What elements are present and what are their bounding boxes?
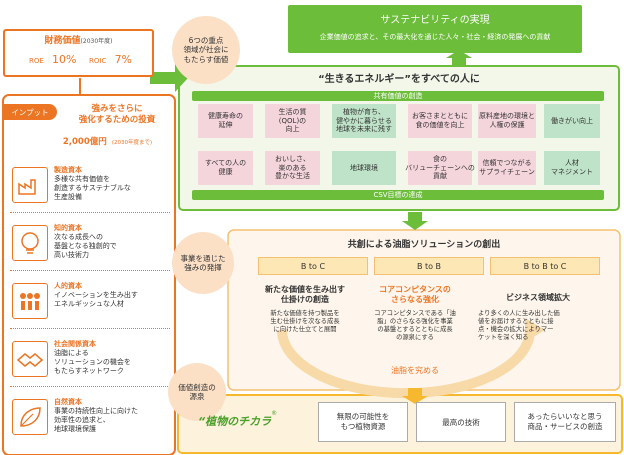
tab-btobtoc: B to B to C [490, 257, 600, 275]
input-amount: 2,000億円 [62, 137, 107, 147]
cocreation-center-title: コアコンピタンスの さらなる強化 [379, 285, 451, 305]
source-item-technology: 最高の技術 [416, 402, 506, 442]
source-brand-mark: ® [271, 410, 278, 417]
input-amount-note: (2030年度まで) [111, 140, 153, 146]
callout-strengths: 事業を通じた 強みの発揮 [172, 232, 234, 294]
energy-title: “生きるエネルギー”をすべての人に [318, 73, 480, 85]
sustainability-subtitle: 企業価値の追求と、その最大化を通じた人々・社会・経済の発展への貢献 [319, 33, 551, 41]
callout-source: 価値創造の 源泉 [168, 363, 226, 421]
leaf-icon [12, 399, 48, 435]
sustainability-box: サステナビリティの実現 企業価値の追求と、その最大化を通じた人々・社会・経済の発… [288, 5, 582, 53]
csv-bar: CSV目標の達成 [192, 190, 604, 200]
card-earth-future: 植物が育ち、 健やかに暮らせる 地球を未来に残す [332, 104, 396, 138]
card-work-motivation: 働きがい向上 [544, 104, 600, 138]
people-icon [12, 283, 48, 319]
financial-value-box: 財務価値(2030年度) ROE 10% ROIC 7% [3, 29, 154, 77]
callout-six-areas-text: 6つの重点 領域が社会に もたらす価値 [183, 35, 229, 64]
card-rich-life: おいしさ、 楽のある 豊かな生活 [265, 151, 320, 185]
card-supply-chain: 信頼でつながる サプライチェーン [478, 151, 536, 185]
roic-value: 7% [114, 53, 133, 66]
sustainability-title: サステナビリティの実現 [380, 15, 490, 26]
brain-icon [12, 225, 48, 261]
card-origin-rights: 原料産地の環境と 人権の保護 [478, 104, 536, 138]
capital-human: 人的資本 イノベーションを生み出す エネルギッシュな人材 [10, 279, 170, 329]
cocreation-right-title: ビジネス領域拡大 [506, 293, 570, 302]
cocreation-right-desc: より多くの人に生み出した価 値をお届けするとともに接 点・機会の拡大によりマー … [478, 310, 560, 341]
card-healthy-life: 健康寿命の 延伸 [198, 104, 253, 138]
financial-year: (2030年度) [80, 38, 113, 45]
source-item-products: あったらいいなと思う 商品・サービスの創造 [514, 402, 616, 442]
card-food-value: お客さまとともに 食の価値を向上 [408, 104, 472, 138]
cocreation-bottom-label: 油脂を究める [391, 366, 439, 375]
callout-six-areas: 6つの重点 領域が社会に もたらす価値 [172, 16, 240, 84]
handshake-icon [12, 341, 48, 377]
tab-btoc: B to C [258, 257, 368, 275]
roic-label: ROIC [89, 57, 107, 65]
capital-social: 社会関係資本 油脂による ソリューションの機会を もたらすネットワーク [10, 337, 170, 387]
card-hr-management: 人材 マネジメント [544, 151, 600, 185]
cocreation-left-title: 新たな価値を生み出す 仕掛けの創造 [265, 285, 345, 305]
shared-value-bar-label: 共有価値の創造 [373, 92, 423, 100]
input-title: 強みをさらに 強化するための投資 [78, 104, 156, 126]
card-qol: 生活の質 (QOL)の 向上 [265, 104, 320, 138]
capital-intellectual: 知的資本 次なる成長への 基盤となる独創的で 高い技術力 [10, 221, 170, 271]
input-tag: インプット [3, 104, 57, 120]
financial-title: 財務価値 [44, 36, 81, 46]
cocreation-center-desc: コアコンピタンスである「油 脂」のさらなる強化を事業 の基盤とするとともに成長 … [374, 310, 456, 341]
capital-natural: 自然資本 事業の持続性向上に向けた 効率性の追求と、 地球環境保護 [10, 395, 170, 445]
cocreation-left-desc: 新たな価値を持つ製品を 生む仕掛けを次なる成長 に向けた仕立てと展開 [270, 310, 340, 333]
roe-label: ROE [29, 57, 44, 65]
card-health-all: すべての人の 健康 [198, 151, 253, 185]
csv-bar-label: CSV目標の達成 [373, 191, 423, 199]
energy-row1: 健康寿命の 延伸 生活の質 (QOL)の 向上 植物が育ち、 健やかに暮らせる … [198, 104, 600, 140]
capital-manufacturing: 製造資本 多様な共有価値を 創造するサステナブルな 生産設備 [10, 163, 170, 213]
card-value-chain: 食の バリューチェーンへの 貢献 [405, 151, 475, 185]
source-item-plants: 無限の可能性を もつ植物資源 [318, 402, 408, 442]
card-environment: 地球環境 [332, 151, 396, 185]
shared-value-bar: 共有価値の創造 [192, 91, 604, 101]
tab-btob: B to B [374, 257, 484, 275]
factory-icon [12, 167, 48, 203]
cocreation-title: 共創による油脂ソリューションの創出 [347, 239, 501, 250]
roe-value: 10% [52, 53, 77, 66]
source-brand: “植物のチカラ [198, 415, 272, 428]
energy-row2: すべての人の 健康 おいしさ、 楽のある 豊かな生活 地球環境 食の バリューチ… [198, 151, 600, 187]
